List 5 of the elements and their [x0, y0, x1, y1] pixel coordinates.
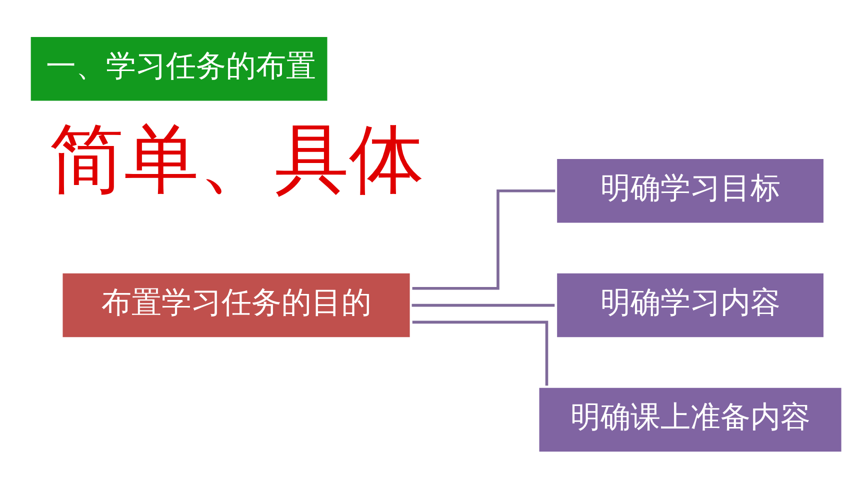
connector	[412, 320, 548, 386]
label: 简单、具体	[48, 115, 424, 204]
connector	[412, 304, 555, 307]
diagram-title: 一、学习任务的布置	[46, 49, 316, 84]
connector	[412, 189, 556, 290]
